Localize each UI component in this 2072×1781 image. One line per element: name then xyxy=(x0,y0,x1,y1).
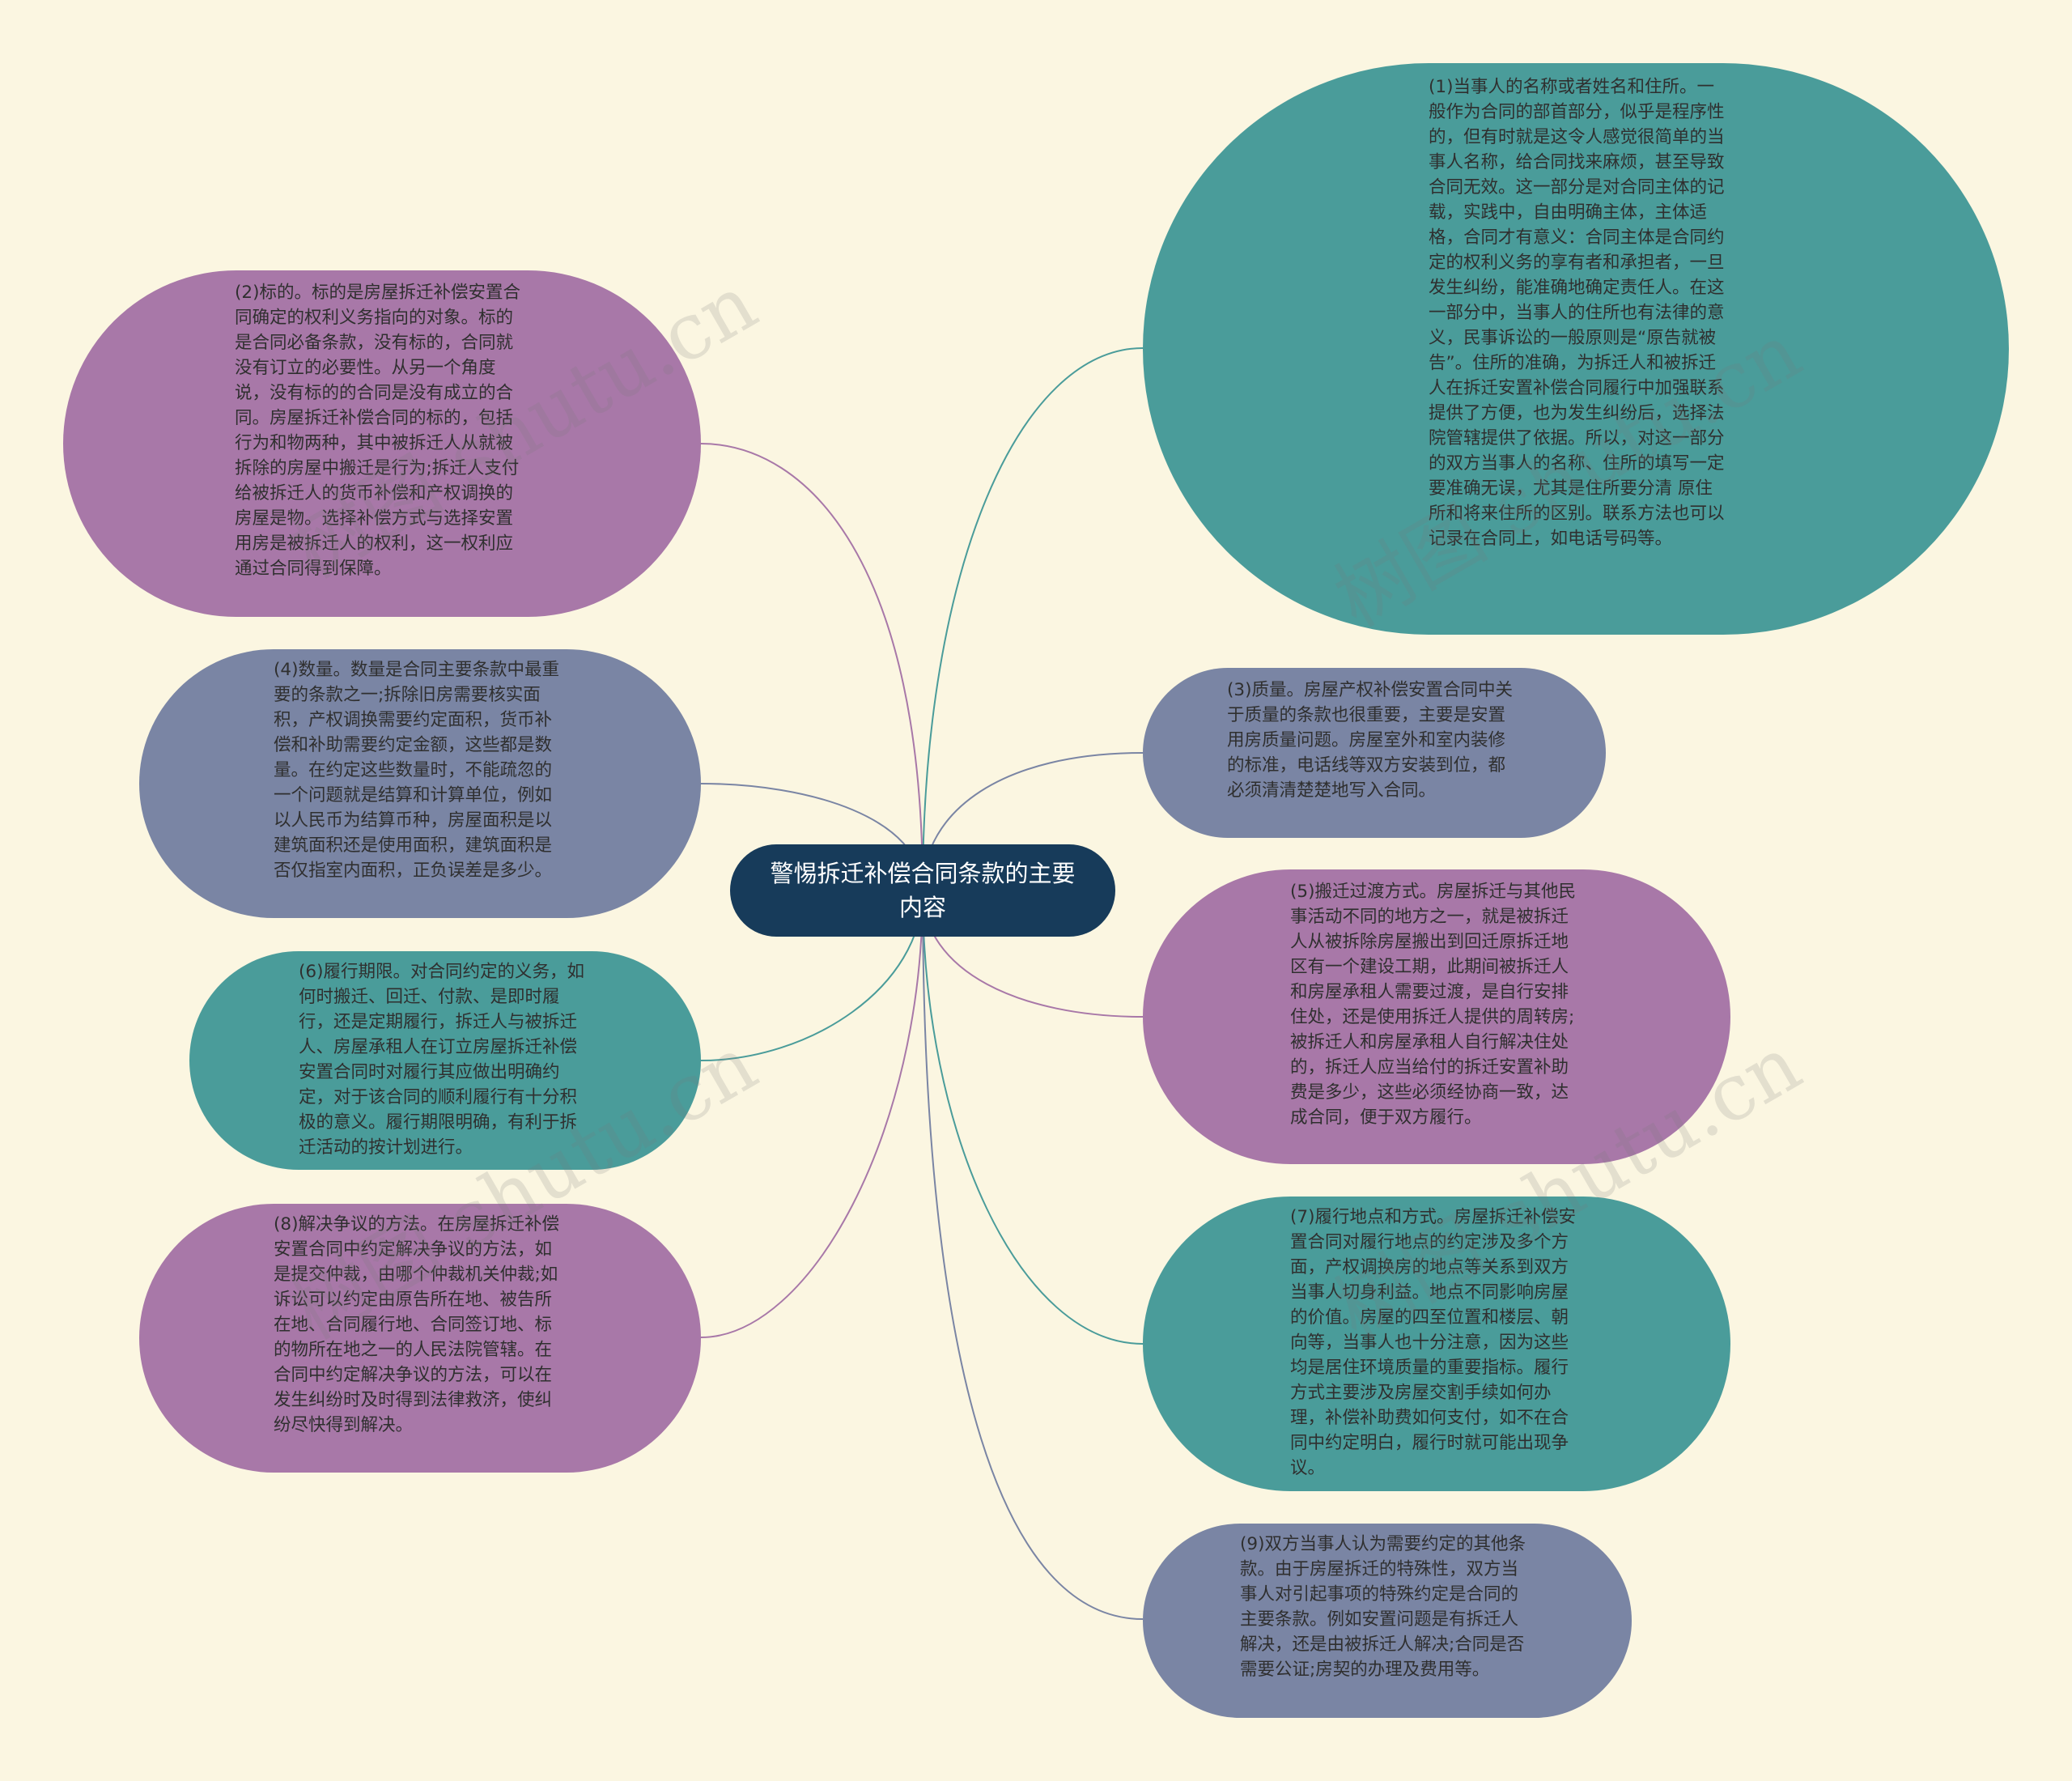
node-8[interactable]: (8)解决争议的方法。在房屋拆迁补偿安置合同中约定解决争议的方法，如是提交仲裁，… xyxy=(139,1204,701,1473)
node-5-text: (5)搬迁过渡方式。房屋拆迁与其他民事活动不同的地方之一，就是被拆迁人从被拆除房… xyxy=(1290,882,1576,1128)
node-5[interactable]: (5)搬迁过渡方式。房屋拆迁与其他民事活动不同的地方之一，就是被拆迁人从被拆除房… xyxy=(1143,869,1730,1164)
edge-n7 xyxy=(922,890,1144,1345)
center-title: 警惕拆迁补偿合同条款的主要内容 xyxy=(770,860,1076,921)
node-1-text: (1)当事人的名称或者姓名和住所。一般作为合同的部首部分，似乎是程序性的，但有时… xyxy=(1429,77,1725,549)
edge-n8 xyxy=(700,890,923,1338)
node-3[interactable]: (3)质量。房屋产权补偿安置合同中关于质量的条款也很重要，主要是安置用房质量问题… xyxy=(1143,668,1606,838)
node-2[interactable]: (2)标的。标的是房屋拆迁补偿安置合同确定的权利义务指向的对象。标的是合同必备条… xyxy=(63,270,701,617)
edge-n9 xyxy=(922,890,1144,1620)
node-4[interactable]: (4)数量。数量是合同主要条款中最重要的条款之一;拆除旧房需要核实面积，产权调换… xyxy=(139,649,701,918)
node-9[interactable]: (9)双方当事人认为需要约定的其他条款。由于房屋拆迁的特殊性，双方当事人对引起事… xyxy=(1143,1524,1632,1718)
edge-n1 xyxy=(922,347,1144,891)
node-9-text: (9)双方当事人认为需要约定的其他条款。由于房屋拆迁的特殊性，双方当事人对引起事… xyxy=(1240,1534,1526,1680)
node-6[interactable]: (6)履行期限。对合同约定的义务，如何时搬迁、回迁、付款、是即时履行，还是定期履… xyxy=(189,951,701,1170)
node-7-text: (7)履行地点和方式。房屋拆迁补偿安置合同对履行地点的约定涉及多个方面，产权调换… xyxy=(1290,1207,1576,1478)
node-3-text: (3)质量。房屋产权补偿安置合同中关于质量的条款也很重要，主要是安置用房质量问题… xyxy=(1227,680,1513,801)
node-4-text: (4)数量。数量是合同主要条款中最重要的条款之一;拆除旧房需要核实面积，产权调换… xyxy=(274,660,559,881)
node-7[interactable]: (7)履行地点和方式。房屋拆迁补偿安置合同对履行地点的约定涉及多个方面，产权调换… xyxy=(1143,1197,1730,1491)
node-2-text: (2)标的。标的是房屋拆迁补偿安置合同确定的权利义务指向的对象。标的是合同必备条… xyxy=(235,283,520,579)
node-8-text: (8)解决争议的方法。在房屋拆迁补偿安置合同中约定解决争议的方法，如是提交仲裁，… xyxy=(274,1214,559,1435)
node-6-text: (6)履行期限。对合同约定的义务，如何时搬迁、回迁、付款、是即时履行，还是定期履… xyxy=(299,962,584,1158)
center-topic[interactable]: 警惕拆迁补偿合同条款的主要内容 xyxy=(730,844,1115,937)
node-1[interactable]: (1)当事人的名称或者姓名和住所。一般作为合同的部首部分，似乎是程序性的，但有时… xyxy=(1143,63,2009,635)
edge-n2 xyxy=(700,443,923,891)
